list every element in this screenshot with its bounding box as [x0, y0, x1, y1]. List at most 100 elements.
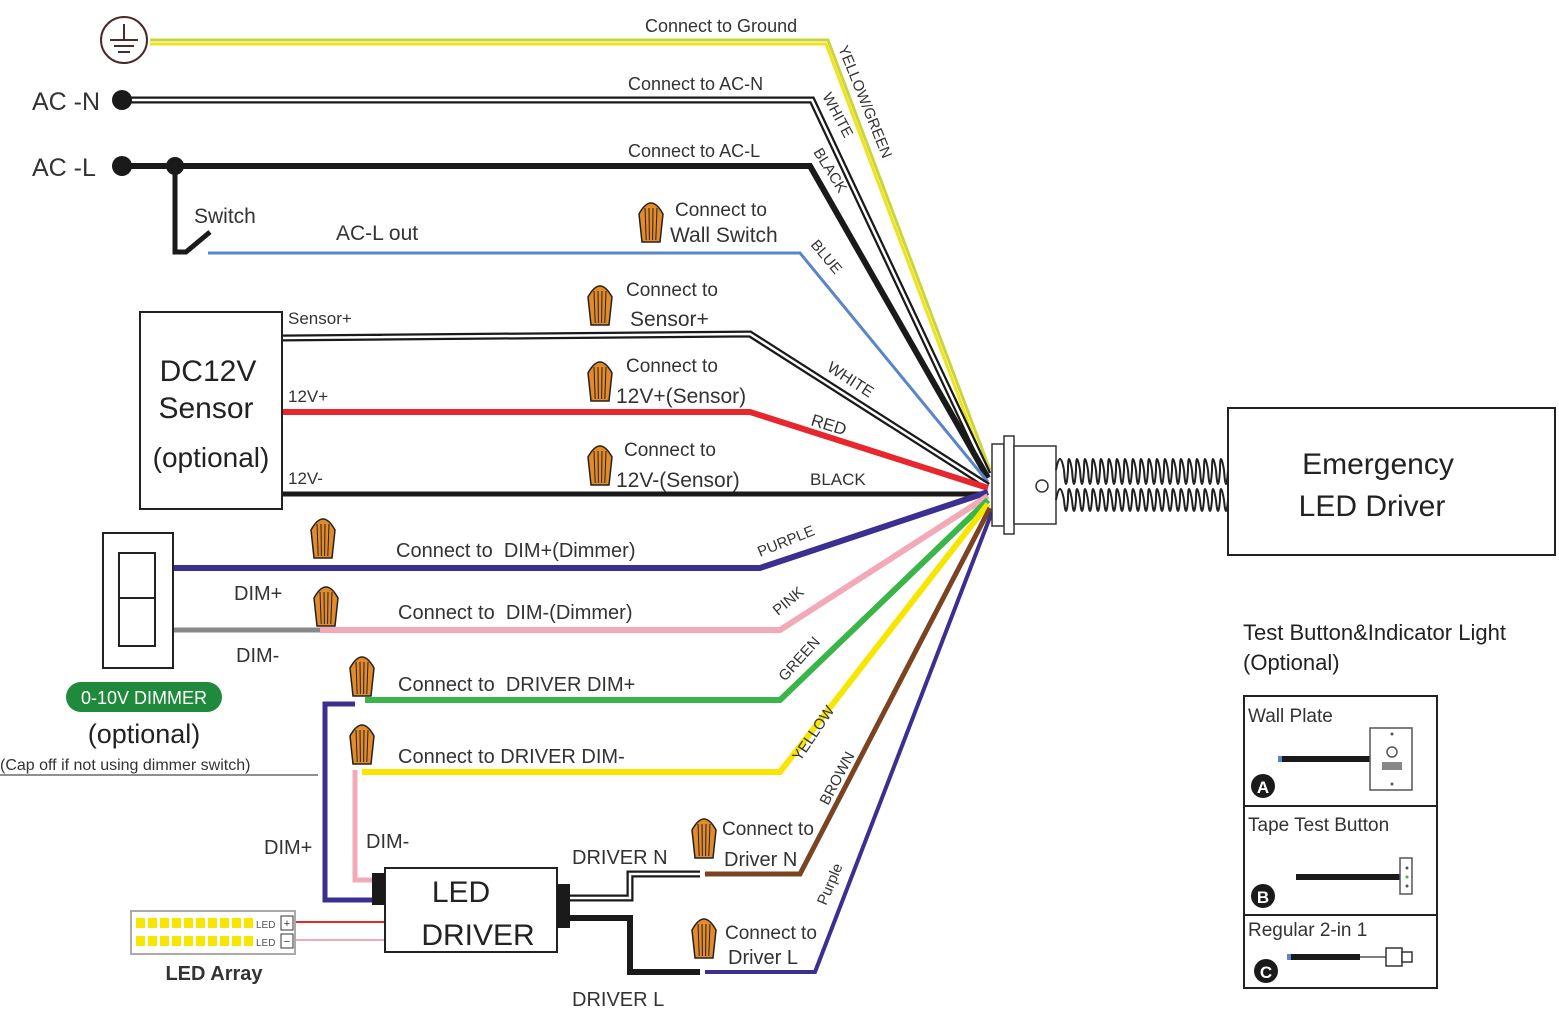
svg-text:−: −: [284, 936, 290, 948]
ac-n-label: AC -N: [32, 88, 100, 116]
driver-dim-minus-wire: [352, 770, 380, 883]
led-driver-l: DRIVER L: [572, 989, 664, 1011]
dimmer-switch: [102, 532, 174, 669]
option-tape-test-label: Tape Test Button: [1248, 815, 1389, 836]
svg-text:C: C: [1260, 963, 1272, 982]
wire-nut-icon: [313, 586, 339, 627]
emergency-title-1: Emergency: [1302, 448, 1454, 481]
green-wire: [365, 497, 991, 703]
ac-n-wire: [122, 96, 992, 476]
option-wall-plate-label: Wall Plate: [1248, 706, 1333, 727]
connect-driver-dim-plus-label: Connect to DRIVER DIM+: [398, 674, 635, 696]
dimmer-optional: (optional): [88, 719, 201, 749]
dimmer-badge-text: 0-10V DIMMER: [81, 688, 207, 708]
svg-text:A: A: [1257, 778, 1269, 797]
ac-l-terminal: [112, 156, 132, 176]
tape-test-button-icon: [1296, 857, 1413, 895]
connect-driver-l-label-2: Driver L: [728, 947, 798, 969]
ac-l-out-label: AC-L out: [336, 222, 418, 245]
flex-conduit: [1055, 458, 1229, 512]
connect-12v-minus-label-2: 12V-(Sensor): [616, 469, 740, 492]
wire-nut-icon: [691, 918, 717, 959]
connect-ac-n-label: Connect to AC-N: [628, 74, 763, 94]
purple-lower-wire: [705, 511, 994, 974]
wire-nut-icon: [691, 818, 717, 859]
red-wire: [282, 409, 989, 491]
sensor-pin-12v-plus: 12V+: [288, 387, 328, 406]
led-array-pos-label: LED: [256, 920, 275, 931]
sensor-pin-12v-minus: 12V-: [288, 469, 323, 488]
wall-plate-icon: [1278, 727, 1413, 791]
led-driver-box: [384, 867, 558, 953]
led-array: + −: [130, 910, 296, 955]
ground-icon: [100, 16, 148, 64]
connect-driver-dim-minus-label: Connect to DRIVER DIM-: [398, 746, 625, 768]
ac-n-terminal: [112, 90, 132, 110]
switch-leg: [172, 166, 212, 255]
blue-wire: [208, 251, 990, 483]
connect-ground-label: Connect to Ground: [645, 16, 797, 36]
sensor-title-2: Sensor: [158, 392, 253, 425]
connect-driver-l-label-1: Connect to: [725, 923, 817, 944]
connect-sensor-plus-label-2: Sensor+: [630, 308, 709, 331]
wire-label-yellow: YELLOW: [789, 702, 839, 764]
regular-2in1-icon: [1287, 947, 1413, 967]
option-badge-c: C: [1254, 959, 1278, 983]
driver-n-wire: [565, 870, 700, 902]
svg-text:B: B: [1257, 888, 1269, 907]
dimmer-dim-plus: DIM+: [234, 583, 282, 605]
brown-wire: [705, 506, 993, 877]
led-array-label: LED Array: [165, 963, 263, 985]
sensor-pin-plus: Sensor+: [288, 309, 352, 328]
sensor-box: [139, 311, 283, 510]
cable-connector: [991, 435, 1057, 535]
ac-l-label: AC -L: [32, 154, 96, 182]
svg-text:+: +: [284, 918, 290, 930]
wire-nut-icon: [587, 361, 613, 402]
connect-12v-plus-label-1: Connect to: [626, 356, 718, 377]
dimmer-note: (Cap off if not using dimmer switch): [0, 757, 250, 774]
connect-wall-switch-label-2: Wall Switch: [670, 224, 778, 247]
connect-wall-switch-label-1: Connect to: [675, 200, 767, 221]
wire-nuts: [310, 202, 717, 959]
driver-dim-plus-wire: [322, 701, 380, 903]
led-driver-left-terminal: [372, 873, 385, 905]
option-badge-a: A: [1251, 774, 1275, 798]
connect-dim-plus-dimmer-label: Connect to DIM+(Dimmer): [396, 540, 636, 562]
connect-12v-minus-label-1: Connect to: [624, 440, 716, 461]
dimmer-badge: [66, 682, 222, 712]
emergency-driver-box: [1227, 407, 1556, 556]
led-driver-right-terminal: [557, 884, 570, 928]
emergency-title-2: LED Driver: [1299, 490, 1446, 523]
test-panel-title-1: Test Button&Indicator Light: [1243, 620, 1506, 645]
connect-driver-n-label-2: Driver N: [724, 849, 797, 871]
sensor-plus-wire: [281, 330, 990, 489]
wire-nut-icon: [587, 445, 613, 486]
led-array-neg-label: LED: [256, 938, 275, 949]
switch-label: Switch: [194, 205, 256, 228]
ac-l-junction: [166, 157, 184, 175]
wire-nut-icon: [587, 285, 613, 326]
sensor-title-3: (optional): [153, 442, 270, 473]
led-driver-dim-plus: DIM+: [264, 837, 312, 859]
dimmer-dim-minus: DIM-: [236, 645, 279, 667]
led-driver-n: DRIVER N: [572, 847, 668, 869]
sensor-title-1: DC12V: [160, 355, 257, 388]
wire-nut-icon: [638, 202, 664, 243]
driver-l-wire: [565, 915, 700, 975]
led-driver-dim-minus: DIM-: [366, 831, 409, 853]
connect-ac-l-label: Connect to AC-L: [628, 141, 760, 161]
connect-sensor-plus-label-1: Connect to: [626, 280, 718, 301]
connect-driver-n-label-1: Connect to: [722, 819, 814, 840]
test-panel-title-2: (Optional): [1243, 650, 1340, 675]
option-regular-label: Regular 2-in 1: [1248, 920, 1367, 941]
wire-nut-icon: [349, 724, 375, 765]
wire-label-green: GREEN: [775, 634, 823, 685]
led-driver-title-2: DRIVER: [421, 919, 534, 952]
purple-wire: [172, 489, 989, 571]
pink-wire: [320, 493, 990, 633]
wire-nut-icon: [349, 656, 375, 697]
wire-label-black-2: BLACK: [810, 470, 866, 489]
wire-nut-icon: [310, 518, 336, 559]
